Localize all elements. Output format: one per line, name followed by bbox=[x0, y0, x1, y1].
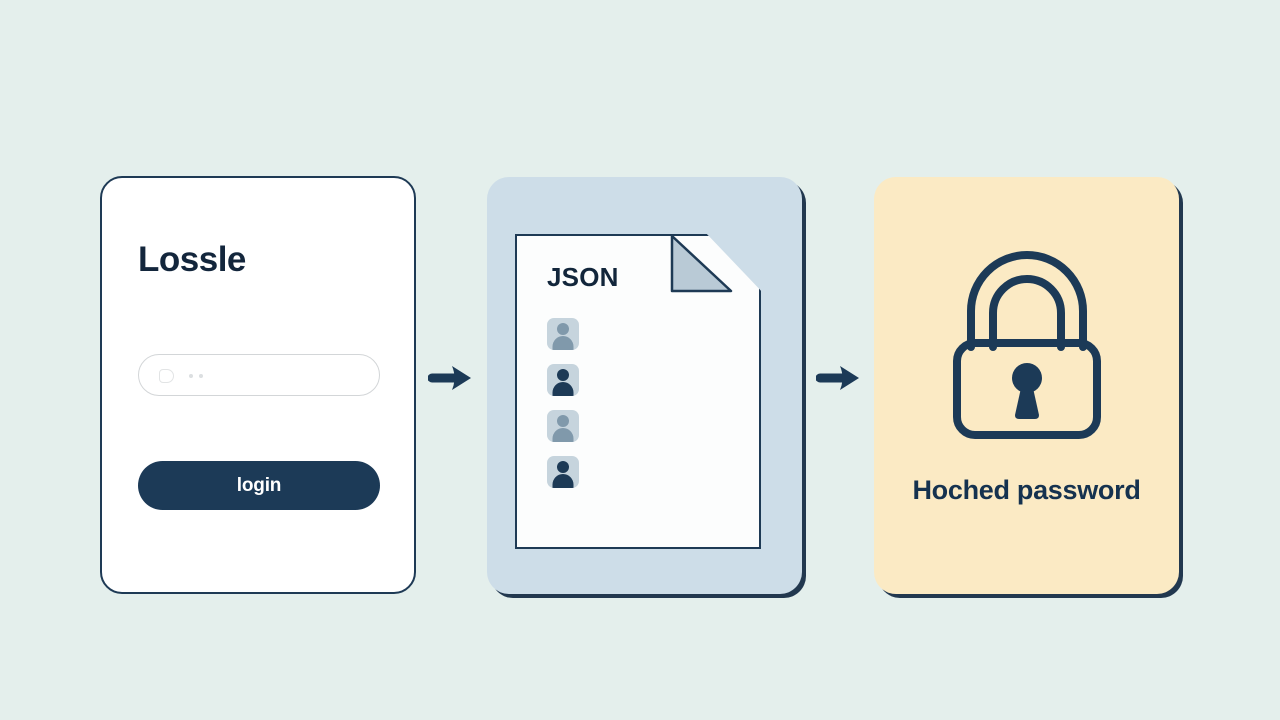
user-avatar-icon bbox=[547, 410, 579, 442]
login-card: Lossle login bbox=[100, 176, 416, 594]
user-avatar-icon bbox=[547, 318, 579, 350]
list-item bbox=[547, 456, 737, 489]
password-input[interactable] bbox=[138, 354, 380, 396]
lock-icon bbox=[159, 369, 174, 383]
record-text-lines bbox=[590, 318, 737, 322]
page-fold-icon bbox=[670, 234, 733, 293]
hashed-password-caption: Hoched password bbox=[912, 475, 1141, 505]
json-document-label: JSON bbox=[547, 262, 619, 292]
login-button[interactable]: login bbox=[138, 461, 380, 510]
user-avatar-icon bbox=[547, 364, 579, 396]
json-record-list bbox=[547, 318, 737, 502]
arrow-right-icon bbox=[816, 363, 862, 393]
list-item bbox=[547, 410, 737, 443]
record-text-lines bbox=[590, 456, 737, 460]
padlock-icon bbox=[945, 243, 1109, 439]
json-panel-card: JSON bbox=[487, 177, 802, 594]
list-item bbox=[547, 364, 737, 397]
record-text-lines bbox=[590, 410, 737, 414]
user-avatar-icon bbox=[547, 456, 579, 488]
record-text-lines bbox=[590, 364, 737, 368]
arrow-right-icon bbox=[428, 363, 474, 393]
password-masked-dots bbox=[189, 374, 203, 378]
list-item bbox=[547, 318, 737, 351]
app-title: Lossle bbox=[138, 240, 246, 279]
hashed-password-card: Hoched password bbox=[874, 177, 1179, 594]
